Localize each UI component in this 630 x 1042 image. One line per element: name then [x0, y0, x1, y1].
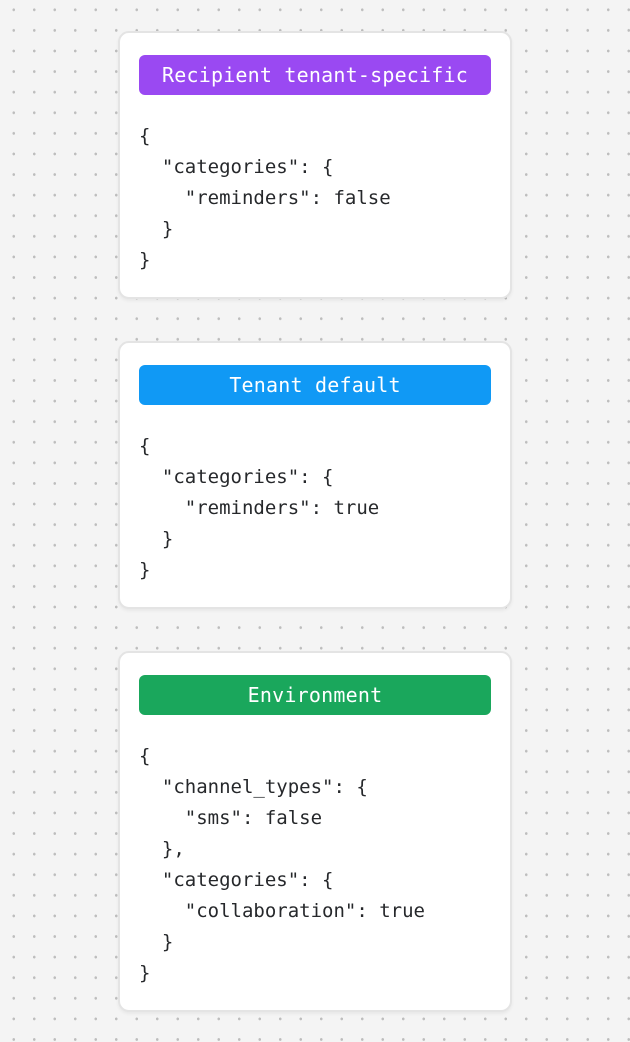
card-stack: Recipient tenant-specific { "categories"…	[118, 31, 512, 1012]
tenant-default-json-code: { "categories": { "reminders": true } }	[139, 435, 380, 581]
card-tenant-default: Tenant default { "categories": { "remind…	[118, 341, 512, 609]
environment-badge: Environment	[139, 675, 491, 715]
environment-json-code: { "channel_types": { "sms": false }, "ca…	[139, 745, 425, 984]
tenant-default-badge: Tenant default	[139, 365, 491, 405]
recipient-tenant-specific-json-code: { "categories": { "reminders": false } }	[139, 125, 391, 271]
card-environment: Environment { "channel_types": { "sms": …	[118, 651, 512, 1012]
recipient-tenant-specific-badge: Recipient tenant-specific	[139, 55, 491, 95]
card-recipient-tenant-specific: Recipient tenant-specific { "categories"…	[118, 31, 512, 299]
